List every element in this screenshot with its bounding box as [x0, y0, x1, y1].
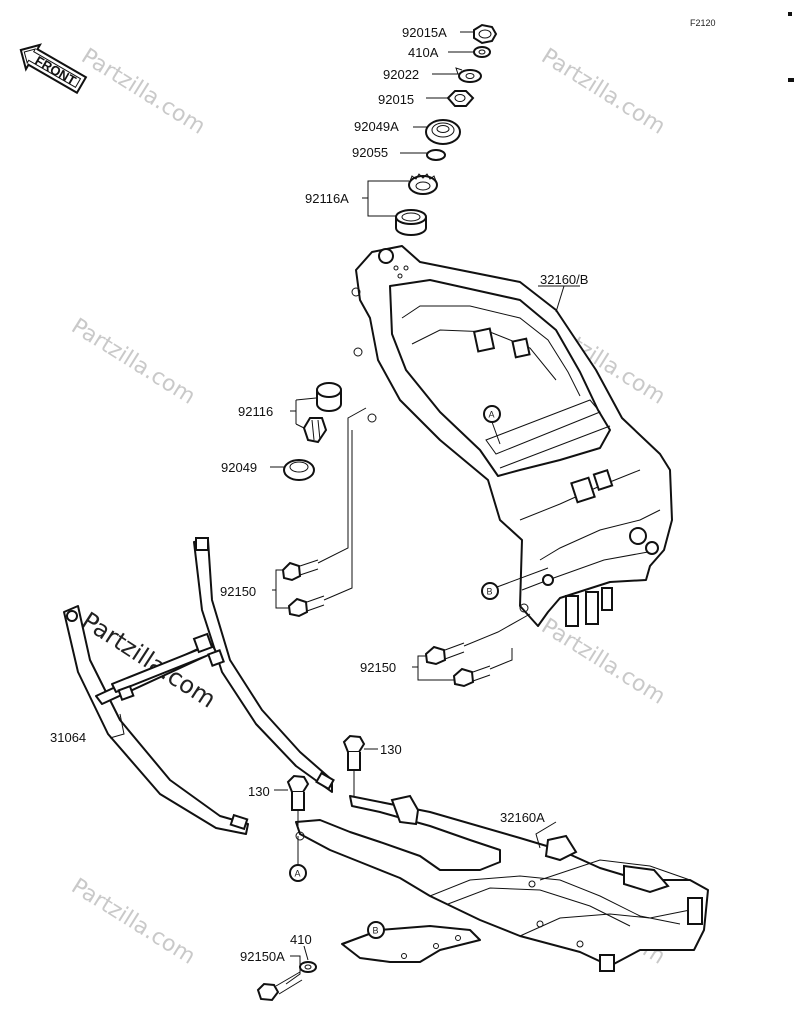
leader-92116 [290, 397, 317, 429]
washer-410A-icon [473, 46, 491, 58]
callout-32160B: 32160/B [540, 272, 588, 287]
watermark-6: Partzilla.com [67, 874, 200, 970]
callout-92022: 92022 [383, 67, 419, 82]
callout-92049: 92049 [221, 460, 257, 475]
callout-92055: 92055 [352, 145, 388, 160]
svg-text:B: B [487, 587, 493, 597]
callout-410: 410 [290, 932, 312, 947]
bolt-92150-left-1-icon [281, 559, 319, 582]
leader-92150-left-to-frame [317, 407, 367, 601]
bolt-92150-right-2-icon [452, 665, 491, 688]
callout-410A: 410A [408, 45, 439, 60]
svg-text:A: A [489, 410, 495, 420]
callout-32160A: 32160A [500, 810, 545, 825]
watermark-1: Partzilla.com [77, 44, 210, 140]
ref-marker-A-upper: A [483, 405, 501, 445]
subframe-32160A [295, 794, 709, 972]
leader-32160B-drop [555, 285, 565, 313]
callout-130-b: 130 [248, 784, 270, 799]
bolt-130-a-icon [342, 734, 366, 796]
watermark-5: Partzilla.com [537, 614, 670, 710]
watermark-3: Partzilla.com [67, 314, 200, 410]
bushing-92116-icon [302, 417, 328, 444]
callout-92015: 92015 [378, 92, 414, 107]
guard-bar-31064-front [63, 605, 249, 835]
diagram-code: F2120 [690, 18, 716, 28]
race-92116A-bottom-icon [395, 209, 427, 236]
svg-text:A: A [295, 869, 301, 879]
nut-92015A-icon [473, 23, 498, 45]
bolt-92150-right-1-icon [424, 642, 465, 666]
ref-marker-A-lower: A [289, 836, 307, 882]
guard-bar-31064-rear [193, 537, 335, 793]
bushing-92049-icon [283, 459, 315, 481]
callout-92049A: 92049A [354, 119, 399, 134]
leader-92150-left [272, 569, 289, 609]
leader-92150A [285, 955, 301, 985]
stem-callouts: 92015A 410A 92022 92015 92049A 92055 921… [305, 25, 474, 217]
leader-92150-right-to-frame [463, 613, 531, 670]
leader-92150-right [412, 655, 454, 681]
bolt-92150A-icon [256, 971, 303, 1002]
callout-92150-right: 92150 [360, 660, 396, 675]
leader-410 [303, 945, 309, 961]
race-92116A-top-icon [408, 173, 438, 195]
edge-mark-top [788, 12, 792, 16]
leader-32160A [535, 821, 557, 849]
bolt-130-b-icon [286, 774, 310, 826]
lock-washer-92022-icon [455, 67, 482, 83]
washer-410-icon [299, 961, 317, 973]
callout-92116A: 92116A [305, 191, 349, 206]
svg-text:B: B [373, 926, 379, 936]
ref-marker-B-lower: B [343, 921, 385, 945]
ref-marker-B-upper: B [481, 567, 549, 600]
guard-bar-31064-crossbars [95, 632, 225, 705]
leader-31064 [109, 713, 125, 739]
callout-130-a: 130 [380, 742, 402, 757]
main-frame-32160B [351, 245, 673, 627]
nut-92015-icon [446, 90, 475, 107]
callout-92150A: 92150A [240, 949, 285, 964]
watermark-2: Partzilla.com [537, 44, 670, 140]
callout-92015A: 92015A [402, 25, 447, 40]
bolt-92150-left-2-icon [287, 595, 325, 618]
subframe-32160A-lower-bracket [341, 925, 481, 963]
oring-92055-icon [426, 149, 446, 161]
callout-31064: 31064 [50, 730, 86, 745]
steering-stem-parts [395, 23, 498, 236]
bearing-92049A-icon [425, 119, 461, 145]
front-arrow-icon: FRONT [19, 43, 88, 95]
callout-92150-left: 92150 [220, 584, 256, 599]
edge-mark-mid [788, 78, 794, 82]
callout-92116: 92116 [238, 404, 273, 419]
collar-92116-icon [316, 382, 342, 412]
